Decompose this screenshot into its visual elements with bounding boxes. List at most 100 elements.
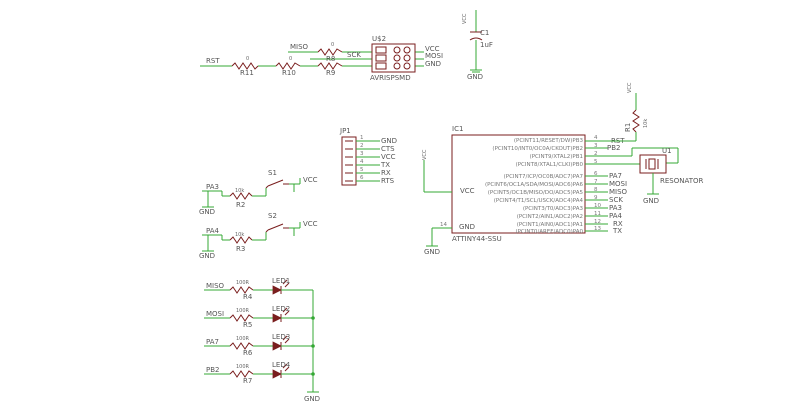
r1-value: 10k [643, 119, 649, 128]
button1-gnd-label: GND [199, 208, 215, 216]
button1-res-value: 10k [235, 188, 244, 194]
led1-res-name: R4 [243, 293, 253, 301]
net-label-miso-isp: MISO [290, 43, 309, 51]
ftdi-header: JP1 1 2 3 4 5 6 GND CTS VCC TX RX RTS [339, 127, 397, 186]
button-s2-circuit: PA4 10k R3 S2 VCC GND [199, 212, 318, 260]
ic1-net-pa4: PA4 [609, 212, 623, 220]
ic1-right-pins: (PCINT11/RESET/DW)PB3 4 (PCINT10/INT0/OC… [485, 135, 628, 235]
ic1-pin-label: (PCINT6/OC1A/SDA/MOSI/ADC6)PA6 [485, 182, 584, 188]
button2-res-value: 10k [235, 232, 244, 238]
ic1-net-mosi: MOSI [609, 180, 627, 188]
resistor-r6 [229, 342, 254, 350]
capacitor-section: VCC C1 1uF GND [462, 10, 493, 81]
resonator-gnd-label: GND [643, 197, 659, 205]
net-label-sck-isp: SCK [347, 51, 361, 59]
r1-vcc-label: VCC [627, 82, 633, 93]
switch-s1-lever [267, 179, 284, 187]
resistor-r1 [632, 109, 640, 133]
led3-diode [272, 341, 282, 351]
led1-net-label: MISO [206, 282, 225, 290]
led3-res-name: R6 [243, 349, 253, 357]
button-s1-circuit: PA3 10k R2 S1 VCC GND [199, 169, 318, 216]
ftdi-pin-vcc: VCC [381, 153, 396, 161]
reset-pullup-and-resonator: VCC R1 10k U1 RESONATOR GND [608, 82, 704, 205]
ic1-value: ATTINY44-SSU [452, 235, 502, 243]
isp-header-value: AVRISPSMD [370, 74, 411, 82]
microcontroller-ic1: IC1 ATTINY44-SSU VCC VCC 14 GND GND (PCI… [422, 125, 628, 256]
ftdi-pin-gnd: GND [381, 137, 397, 145]
ic1-net-pa7: PA7 [609, 172, 622, 180]
ic1-pin-number: 13 [594, 226, 601, 232]
ic1-net-rx: RX [613, 220, 623, 228]
r8-value: 0 [331, 42, 334, 48]
ic1-net-pa3: PA3 [609, 204, 622, 212]
button1-res-name: R2 [236, 201, 245, 209]
button2-net-label: PA4 [206, 227, 220, 235]
isp-pin-mosi: MOSI [425, 52, 443, 60]
ic1-pin-label: (PCINT3/T0/ADC3)PA3 [523, 206, 584, 212]
led2-net-label: MOSI [206, 310, 224, 318]
r8-name: R8 [326, 55, 335, 63]
led1-name: LED1 [272, 277, 290, 285]
resistor-r9 [317, 62, 343, 70]
led-gnd-label: GND [304, 395, 320, 403]
led4-name: LED4 [272, 361, 291, 369]
ic1-pin-number: 3 [594, 143, 598, 149]
ftdi-pin-rx: RX [381, 169, 391, 177]
r10-value: 0 [289, 56, 292, 62]
led4-res-value: 100R [236, 364, 250, 370]
ftdi-pin-number-5: 5 [360, 167, 364, 173]
button1-vcc-label: VCC [303, 176, 318, 184]
ic1-pin-number: 12 [594, 219, 601, 225]
r10-name: R10 [282, 69, 296, 77]
led2-res-value: 100R [236, 308, 250, 314]
ic1-pin-number: 5 [594, 159, 598, 165]
ic1-pin-number: 4 [594, 135, 598, 141]
switch-s2-lever [267, 223, 284, 231]
ic1-pin-number: 9 [594, 195, 598, 201]
ic1-vcc-supply: VCC [422, 149, 428, 160]
ic1-pin-label: (PCINT5/OC1B/MISO/DO/ADC5)PA5 [488, 190, 584, 196]
ic1-gnd-pin-number: 14 [440, 222, 447, 228]
ic1-pin-number: 2 [594, 151, 598, 157]
ftdi-pin-number-6: 6 [360, 175, 364, 181]
ic1-pin-number: 10 [594, 203, 601, 209]
ic1-pin-label: (PCINT10/INT0/OC0A/CKOUT)PB2 [492, 146, 583, 152]
led4-diode [272, 369, 282, 379]
resistor-r11 [231, 62, 259, 70]
isp-header-body [371, 43, 416, 73]
led3-name: LED3 [272, 333, 290, 341]
ic1-net-tx: TX [612, 227, 622, 235]
button2-switch-name: S2 [268, 212, 277, 220]
cap-gnd-label: GND [467, 73, 483, 81]
net-label-rst-isp: RST [206, 57, 220, 65]
led4-res-name: R7 [243, 377, 252, 385]
r11-value: 0 [246, 56, 249, 62]
button2-res-name: R3 [236, 245, 245, 253]
resistor-r7 [229, 370, 254, 378]
resistor-r5 [229, 314, 254, 322]
ic1-gnd-supply: GND [424, 248, 440, 256]
ic1-gnd-pin-label: GND [459, 223, 475, 231]
ic1-pin-number: 11 [594, 211, 601, 217]
resonator-value: RESONATOR [660, 177, 704, 185]
ic1-pin-label: (PCINT2/AIN1/ADC2)PA2 [517, 214, 583, 220]
isp-pin-gnd: GND [425, 60, 441, 68]
cap-value: 1uF [480, 41, 493, 49]
isp-header-name: U$2 [372, 35, 386, 43]
led1-diode [272, 285, 282, 295]
ic1-vcc-pin-label: VCC [460, 187, 475, 195]
ic1-pin-label: (PCINT1/AIN0/ADC1)PA1 [517, 222, 583, 228]
ic1-pin-label: (PCINT7/ICP/OC0B/ADC7)PA7 [504, 174, 584, 180]
cap-name: C1 [480, 29, 489, 37]
ic1-pin-label: (PCINT9/XTAL2)PB1 [530, 154, 583, 160]
resistor-r8 [317, 48, 343, 56]
button1-switch-name: S1 [268, 169, 277, 177]
resistor-r3 [229, 236, 253, 244]
resistor-r4 [229, 286, 254, 294]
resonator-body [639, 154, 667, 174]
ic1-net-miso: MISO [609, 188, 628, 196]
ftdi-header-name: JP1 [339, 127, 351, 135]
button2-gnd-label: GND [199, 252, 215, 260]
